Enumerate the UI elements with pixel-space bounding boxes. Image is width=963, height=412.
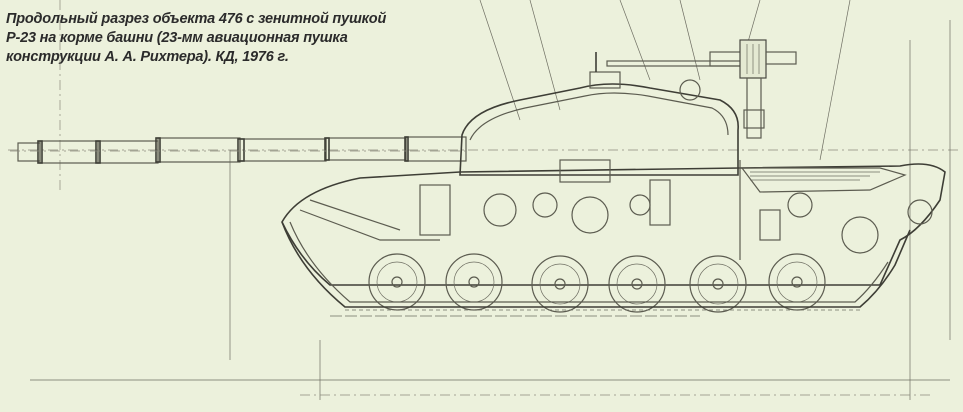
hull (281, 159, 946, 286)
caption-line-3: конструкции А. А. Рихтера). КД, 1976 г. (6, 49, 289, 65)
caption-line-1: Продольный разрез объекта 476 с зенитной… (6, 11, 387, 27)
figure-caption: Продольный разрез объекта 476 с зенитной… (6, 10, 476, 67)
caption-line-2: Р-23 на корме башни (23-мм авиационная п… (6, 30, 348, 46)
anti-aircraft-gun (606, 39, 797, 139)
construction-lines (8, 0, 960, 400)
road-wheels (368, 253, 826, 313)
turret (459, 52, 739, 176)
main-gun-barrel (10, 136, 470, 164)
track (281, 221, 911, 317)
